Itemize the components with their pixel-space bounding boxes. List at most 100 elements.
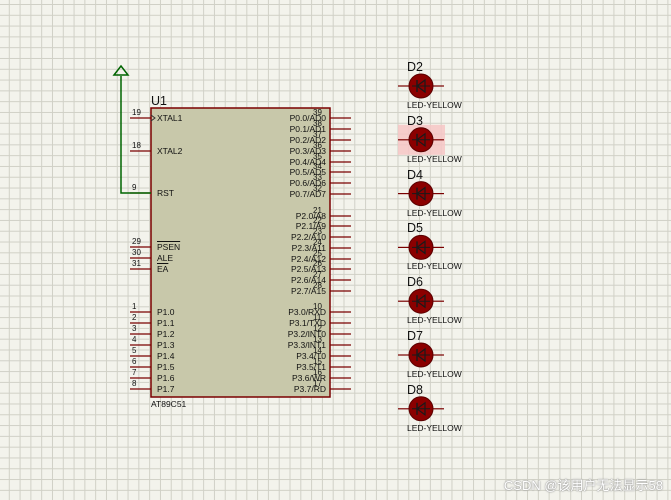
pin-number: 29 bbox=[132, 237, 141, 246]
diode-triangle-icon bbox=[416, 240, 426, 255]
pin-name: P3.5/T1 bbox=[296, 362, 326, 372]
diode-triangle-icon bbox=[416, 294, 426, 309]
pin-number: 3 bbox=[132, 324, 137, 333]
pin-name: P1.0 bbox=[157, 307, 175, 317]
pin-name: P2.3/A11 bbox=[291, 243, 326, 253]
watermark: CSDN @该用户无法显示58 bbox=[503, 478, 663, 493]
pin-name: P0.1/AD1 bbox=[289, 124, 326, 134]
pin-number: 17 bbox=[313, 379, 322, 388]
pin-number: 18 bbox=[132, 141, 141, 150]
pin-name: P2.5/A13 bbox=[291, 264, 326, 274]
pin-number: 39 bbox=[313, 108, 322, 117]
pin-name: P3.7/RD bbox=[293, 384, 326, 394]
led-ref-label: D4 bbox=[407, 167, 423, 182]
rst-wire[interactable] bbox=[120, 76, 151, 194]
pin-number: 12 bbox=[313, 324, 322, 333]
pin-name: ALE bbox=[157, 253, 174, 263]
pin-name: P2.0/A8 bbox=[295, 211, 326, 221]
led-ref-label: D3 bbox=[407, 113, 423, 128]
pin-name: P1.2 bbox=[157, 329, 175, 339]
pin-name: P0.7/AD7 bbox=[289, 189, 326, 199]
pin-number: 7 bbox=[132, 368, 137, 377]
pin-name: XTAL2 bbox=[157, 146, 183, 156]
diode-triangle-icon bbox=[416, 401, 426, 416]
pin-name: P2.1/A9 bbox=[295, 221, 326, 231]
led-value-label: LED-YELLOW bbox=[407, 315, 462, 326]
pin-number: 33 bbox=[313, 173, 322, 182]
led-value-label: LED-YELLOW bbox=[407, 153, 462, 164]
pin-name: P2.4/A12 bbox=[291, 254, 326, 264]
pin-number: 37 bbox=[313, 130, 322, 139]
led-ref-label: D5 bbox=[407, 221, 423, 236]
pin-name: P1.1 bbox=[157, 318, 175, 328]
pin-number: 32 bbox=[313, 184, 322, 193]
pin-number: 24 bbox=[313, 238, 322, 247]
clock-arrow-icon bbox=[150, 114, 156, 122]
pin-name: P3.0/RXD bbox=[288, 307, 326, 317]
pin-name: P1.4 bbox=[157, 351, 175, 361]
pin-number: 16 bbox=[313, 368, 322, 377]
pin-number: 22 bbox=[313, 216, 322, 225]
pin-name: P3.1/TXD bbox=[289, 318, 326, 328]
pin-name: P1.7 bbox=[157, 384, 175, 394]
led-ref-label: D8 bbox=[407, 382, 423, 397]
pin-name: P1.5 bbox=[157, 362, 175, 372]
pin-number: 11 bbox=[313, 313, 322, 322]
pin-name: P2.7/A15 bbox=[291, 286, 326, 296]
pin-number: 38 bbox=[313, 119, 322, 128]
pin-name: P3.4/T0 bbox=[296, 351, 326, 361]
diode-triangle-icon bbox=[416, 78, 426, 94]
led-ref-label: D2 bbox=[407, 60, 423, 74]
pin-number: 9 bbox=[132, 183, 137, 192]
pin-number: 27 bbox=[313, 270, 322, 279]
pin-number: 13 bbox=[313, 335, 322, 344]
pin-name: PSEN bbox=[157, 242, 181, 252]
pin-number: 2 bbox=[132, 313, 137, 322]
led-value-label: LED-YELLOW bbox=[407, 369, 462, 379]
pin-name: P1.6 bbox=[157, 373, 175, 383]
pin-name: P3.3/INT1 bbox=[287, 340, 326, 350]
pin-number: 1 bbox=[132, 302, 137, 311]
pin-name: P0.6/AD6 bbox=[289, 178, 326, 188]
power-terminal-icon[interactable] bbox=[112, 64, 130, 76]
pin-number: 31 bbox=[132, 259, 141, 268]
pin-name: P0.5/AD5 bbox=[289, 167, 326, 177]
led-value-label: LED-YELLOW bbox=[407, 261, 462, 272]
diode-triangle-icon bbox=[416, 347, 426, 363]
chip-ref-label: U1 bbox=[151, 94, 167, 108]
chip-body[interactable] bbox=[150, 107, 331, 398]
pin-number: 10 bbox=[313, 302, 322, 311]
pin-number: 30 bbox=[132, 248, 141, 257]
pin-name: P3.6/WR bbox=[291, 373, 326, 383]
pin-name: P0.0/AD0 bbox=[289, 113, 326, 123]
led-ref-label: D7 bbox=[407, 329, 423, 343]
led-value-label: LED-YELLOW bbox=[407, 207, 462, 218]
led-value-label: LED-YELLOW bbox=[407, 422, 462, 433]
pin-number: 25 bbox=[313, 249, 322, 258]
led-value-label: LED-YELLOW bbox=[407, 100, 462, 110]
diode-triangle-icon bbox=[416, 132, 426, 147]
pin-name: P1.3 bbox=[157, 340, 175, 350]
pin-number: 35 bbox=[313, 152, 322, 161]
pin-name: RST bbox=[157, 188, 174, 198]
pin-number: 26 bbox=[313, 259, 322, 268]
chip-part-label: AT89C51 bbox=[151, 399, 187, 409]
pin-number: 34 bbox=[313, 162, 322, 171]
pin-number: 15 bbox=[313, 357, 322, 366]
pin-number: 21 bbox=[313, 206, 322, 215]
pin-name: P0.3/AD3 bbox=[289, 146, 326, 156]
pin-name: P2.6/A14 bbox=[291, 275, 326, 285]
pin-number: 28 bbox=[313, 281, 322, 290]
pin-number: 6 bbox=[132, 357, 137, 366]
pin-number: 23 bbox=[313, 227, 322, 236]
pin-number: 19 bbox=[132, 108, 141, 117]
pin-name: P0.4/AD4 bbox=[289, 157, 326, 167]
pin-name: P0.2/AD2 bbox=[289, 135, 326, 145]
pin-name: P2.2/A10 bbox=[291, 232, 326, 242]
led-ref-label: D6 bbox=[407, 275, 423, 290]
pin-number: 36 bbox=[313, 141, 322, 150]
pin-number: 5 bbox=[132, 346, 137, 355]
pin-number: 4 bbox=[132, 335, 137, 344]
pin-number: 8 bbox=[132, 379, 137, 388]
